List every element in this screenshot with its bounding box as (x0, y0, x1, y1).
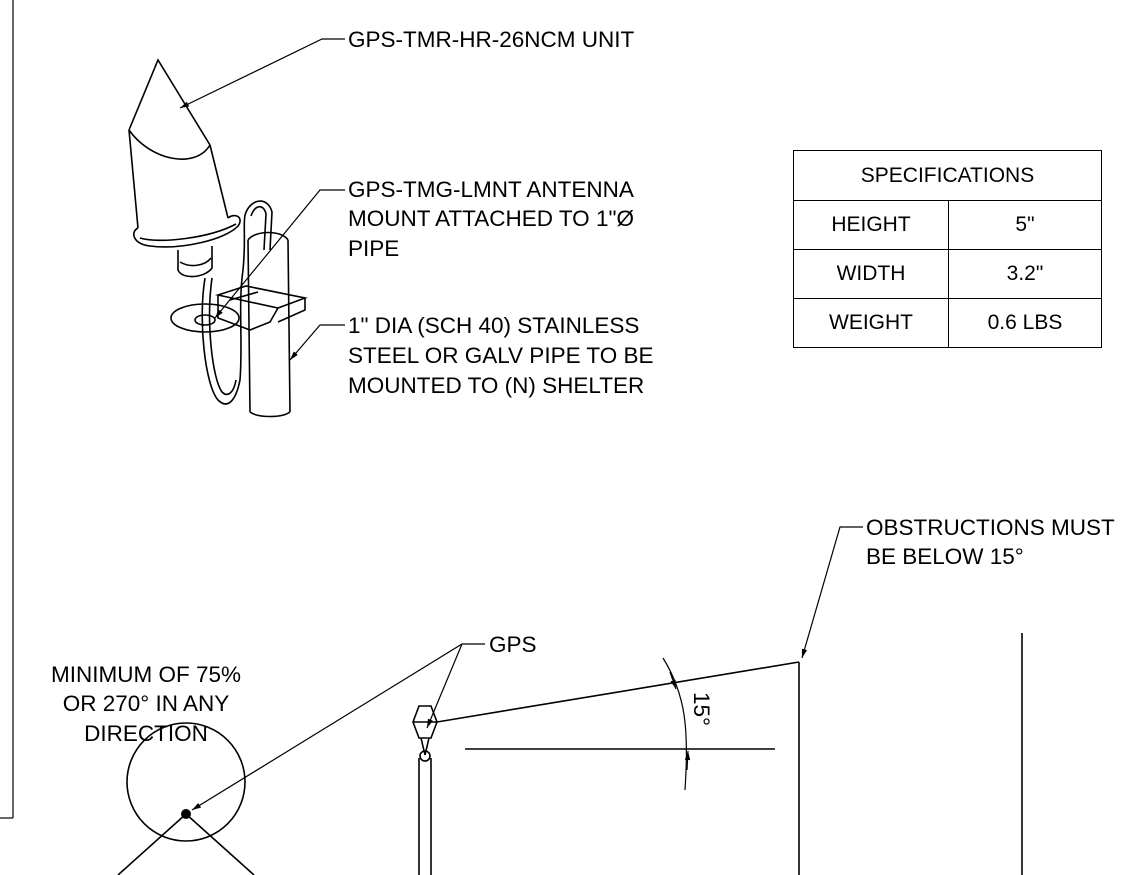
unit-leader (179, 38, 345, 109)
spec-value-weight: 0.6 LBS (948, 298, 1102, 348)
obstruction-leader (801, 526, 863, 659)
obstructions-callout-line-1: OBSTRUCTIONS MUST (866, 515, 1115, 540)
spec-label-weight: WEIGHT (793, 298, 949, 348)
gps-unit-sketch (128, 58, 308, 418)
angle-dimension-arc (662, 657, 688, 791)
specifications-table: SPECIFICATIONS HEIGHT 5" WIDTH 3.2" WEIG… (793, 150, 1102, 348)
angle-arrow-bottom (684, 750, 691, 771)
mount-leader (214, 189, 345, 319)
sightline-15deg (436, 661, 800, 723)
minimum-note-line-3: DIRECTION (84, 721, 208, 746)
gps-callout: GPS (489, 632, 537, 657)
unit-callout: GPS-TMR-HR-26NCM UNIT (348, 27, 634, 52)
table-row: HEIGHT 5" (793, 200, 1102, 250)
plan-view-circle (117, 722, 255, 875)
angle-label: 15° (689, 692, 714, 726)
spec-value-width: 3.2" (948, 249, 1102, 299)
gps-mast-elevation (412, 705, 438, 875)
pipe-leader (289, 324, 345, 361)
specifications-title: SPECIFICATIONS (793, 150, 1102, 201)
minimum-note-line-1: MINIMUM OF 75% (51, 662, 241, 687)
minimum-note-line-2: OR 270° IN ANY (63, 691, 230, 716)
pipe-callout-line-2: STEEL OR GALV PIPE TO BE (348, 343, 654, 368)
mount-callout-line-1: GPS-TMG-LMNT ANTENNA (348, 177, 634, 202)
spec-label-height: HEIGHT (793, 200, 949, 250)
specifications-header-row: SPECIFICATIONS (793, 150, 1102, 201)
spec-value-height: 5" (948, 200, 1102, 250)
pipe-callout-line-3: MOUNTED TO (N) SHELTER (348, 373, 644, 398)
table-row: WEIGHT 0.6 LBS (793, 298, 1102, 348)
mount-callout-line-2: MOUNT ATTACHED TO 1"Ø (348, 206, 634, 231)
angle-arrow-top (669, 671, 677, 690)
obstructions-callout-line-2: BE BELOW 15° (866, 544, 1024, 569)
gps-leader-mast (426, 643, 463, 729)
spec-label-width: WIDTH (793, 249, 949, 299)
pipe-callout-line-1: 1" DIA (SCH 40) STAINLESS (348, 313, 639, 338)
table-row: WIDTH 3.2" (793, 249, 1102, 299)
mount-callout-line-3: PIPE (348, 236, 399, 261)
